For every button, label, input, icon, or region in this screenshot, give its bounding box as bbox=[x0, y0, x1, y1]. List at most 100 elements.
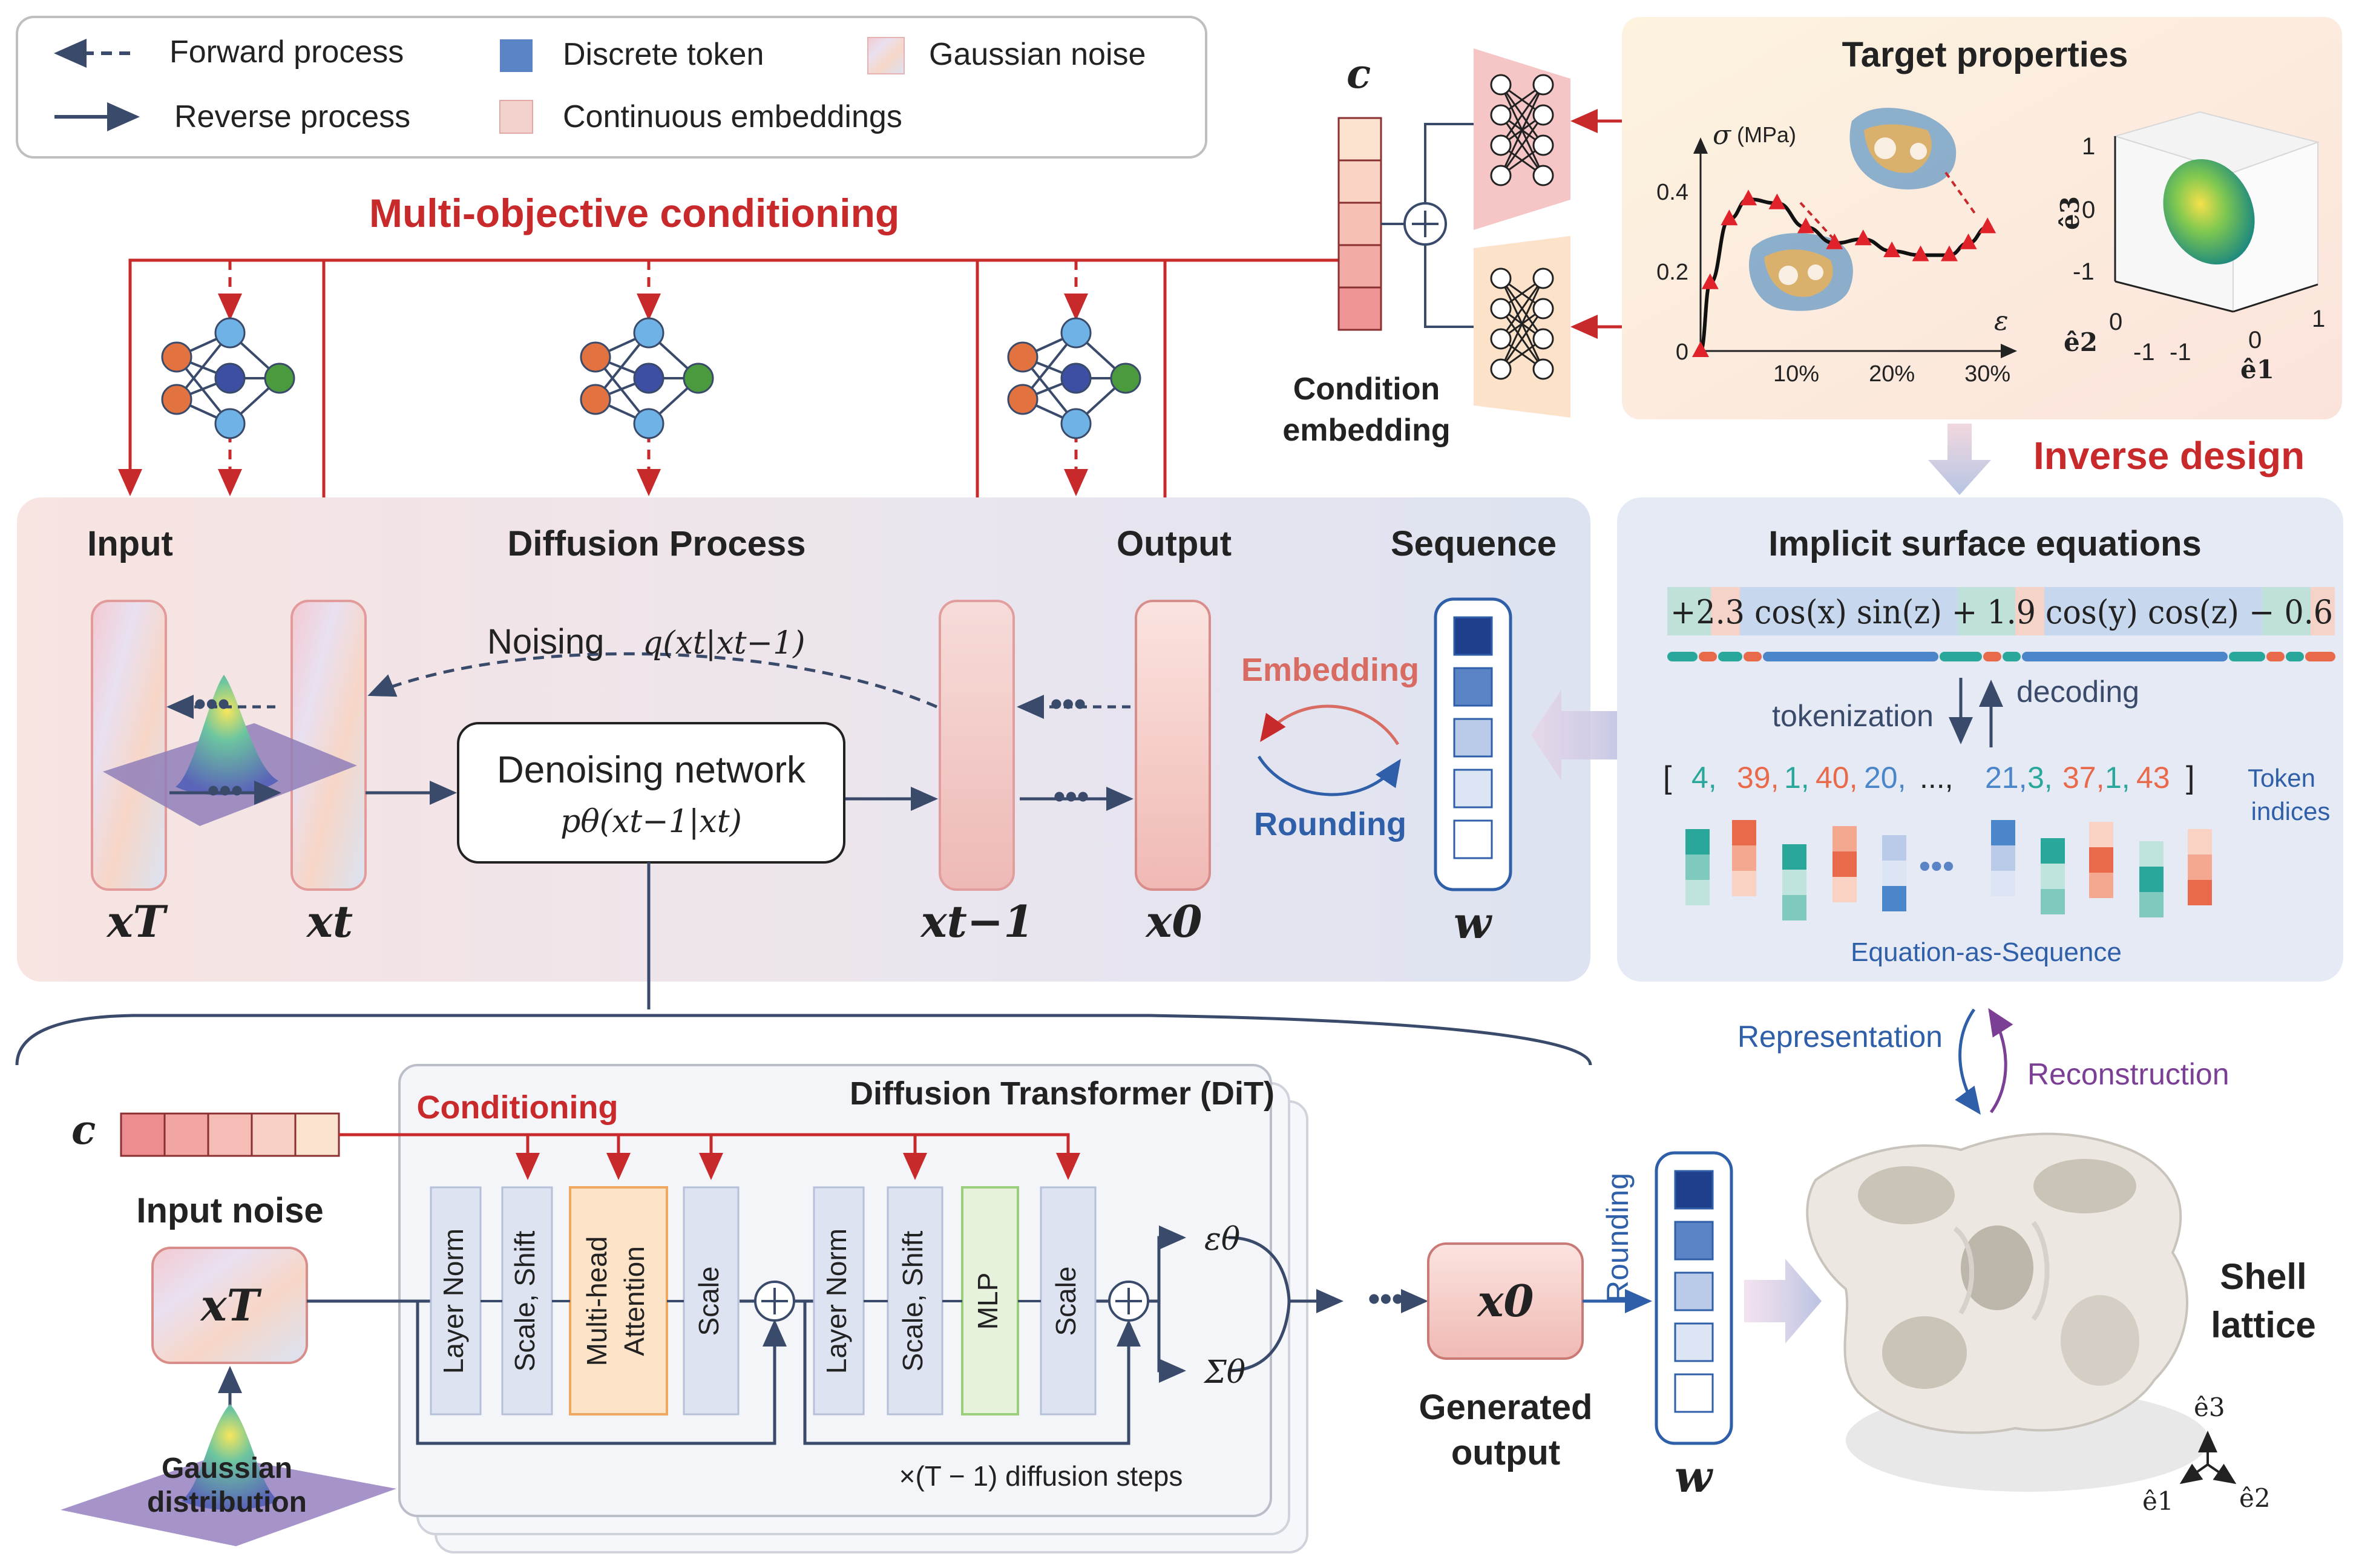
dots-x0-backward: ••• bbox=[1051, 684, 1086, 723]
diffusion-process-heading: Diffusion Process bbox=[507, 524, 805, 563]
shell-lattice-render bbox=[1806, 1132, 2209, 1492]
stress-point bbox=[1768, 193, 1786, 209]
stress-point bbox=[1701, 273, 1719, 289]
block-multi-head-attention bbox=[569, 1186, 668, 1415]
implicit-equations-panel: Implicit surface equations +2.3 cos(x) s… bbox=[1617, 497, 2343, 982]
dit-title: Diffusion Transformer (DiT) bbox=[850, 1075, 1275, 1112]
generated-output-label-2: output bbox=[1451, 1433, 1560, 1472]
legend-reverse: Reverse process bbox=[54, 99, 410, 134]
dots-x0-forward: ••• bbox=[1054, 777, 1089, 815]
legend-reverse-label: Reverse process bbox=[174, 99, 410, 134]
rounding-label: Rounding bbox=[1254, 806, 1406, 842]
embedding-cell bbox=[1685, 829, 1710, 855]
embedding-cell bbox=[1732, 871, 1756, 896]
c-label-dit: c bbox=[71, 1106, 96, 1153]
target-properties-panel: Target properties σ (MPa) ε 0.40.20 10%2… bbox=[1622, 17, 2342, 419]
e1-tick-neg1: -1 bbox=[2170, 339, 2191, 366]
block-scale-1 bbox=[683, 1186, 740, 1415]
continuous-embedding-swatch bbox=[499, 100, 533, 134]
token-index: 4, bbox=[1691, 761, 1717, 795]
input-noise-box bbox=[151, 1247, 308, 1364]
dit-conditioning-label: Conditioning bbox=[417, 1089, 618, 1126]
xt-1-bar bbox=[939, 600, 1015, 891]
expansion-brace bbox=[15, 862, 1592, 1066]
y-tick-label: 0.2 bbox=[1656, 260, 1688, 285]
token-open-bracket: [ bbox=[1663, 760, 1672, 795]
triad-e2-label: ê2 bbox=[2239, 1483, 2271, 1513]
shell-lattice-label-1: Shell bbox=[2220, 1256, 2306, 1297]
scale-1-label: Scale bbox=[693, 1266, 724, 1336]
shell-lattice-label-2: lattice bbox=[2211, 1305, 2315, 1345]
y-tick-label: 0 bbox=[1676, 340, 1688, 365]
scale-shift-2-label: Scale, Shift bbox=[897, 1230, 928, 1371]
token-list: 4,39,1,40,20,...,21,3,37,1,43 bbox=[1691, 761, 2170, 795]
embedding-cell bbox=[1782, 895, 1806, 920]
epsilon-theta-label: εθ bbox=[1204, 1221, 1240, 1258]
block-scale-2 bbox=[1040, 1186, 1097, 1415]
embedding-cell bbox=[2089, 822, 2113, 847]
noising-label: Noising bbox=[487, 622, 604, 661]
embedding-cell bbox=[1832, 877, 1857, 902]
to-lattice-arrow bbox=[1744, 1259, 1822, 1343]
embedding-cell bbox=[2089, 873, 2113, 898]
e2-tick-neg1: -1 bbox=[2133, 339, 2155, 366]
e1-tick-0: 0 bbox=[2248, 327, 2262, 353]
token-index: 40, bbox=[1816, 761, 1858, 795]
multi-head-label-1: Multi-head bbox=[581, 1236, 612, 1366]
cell-insets bbox=[1749, 108, 1977, 311]
embedding-cell bbox=[1685, 855, 1710, 880]
e3-axis-label: ê3 bbox=[2055, 196, 2085, 230]
x-tick-label: 10% bbox=[1773, 361, 1819, 387]
token-color-strip bbox=[1667, 652, 2335, 661]
w-label: w bbox=[1454, 897, 1493, 948]
stress-point bbox=[1960, 233, 1977, 249]
sigma-theta-label: Σθ bbox=[1203, 1354, 1245, 1391]
embedding-cell bbox=[1732, 820, 1756, 845]
embedding-cell bbox=[2188, 880, 2212, 905]
legend-continuous-label: Continuous embeddings bbox=[563, 99, 902, 134]
equation-to-sequence-arrow bbox=[1531, 690, 1634, 781]
stress-point bbox=[1721, 209, 1738, 226]
gaussian-distribution-plot bbox=[61, 1404, 396, 1546]
condition-embedding-label-2: embedding bbox=[1282, 413, 1450, 448]
embedding-cell bbox=[1685, 880, 1710, 905]
stress-points bbox=[1692, 189, 1996, 357]
sum-node bbox=[1381, 123, 1477, 328]
input-heading: Input bbox=[87, 524, 173, 563]
embedding-cell bbox=[1882, 835, 1906, 861]
embedding-cell bbox=[2041, 838, 2065, 864]
target-properties-title: Target properties bbox=[1842, 35, 2128, 74]
stress-point bbox=[1979, 217, 1996, 234]
inverse-design-arrow bbox=[1928, 424, 1991, 495]
embedding-cell bbox=[2041, 889, 2065, 914]
stress-curve bbox=[1699, 197, 1988, 353]
reconstruction-label: Reconstruction bbox=[2027, 1057, 2229, 1091]
embedding-cell bbox=[1991, 871, 2015, 896]
stress-point bbox=[1854, 229, 1872, 246]
generated-x0-label: x0 bbox=[1476, 1275, 1534, 1327]
encoder-network-1 bbox=[1474, 48, 1570, 230]
scale-shift-1-label: Scale, Shift bbox=[509, 1230, 540, 1371]
sigma-label: σ bbox=[1713, 120, 1732, 151]
mini-network-1 bbox=[161, 317, 295, 439]
dots-dit-output: ••• bbox=[1368, 1279, 1404, 1317]
embedding-cell bbox=[1882, 886, 1906, 911]
legend-discrete-label: Discrete token bbox=[563, 37, 764, 72]
x-tick-label: 30% bbox=[1964, 361, 2010, 387]
representation-label: Representation bbox=[1737, 1020, 1943, 1054]
encoder-network-2 bbox=[1474, 236, 1570, 418]
embedding-cell bbox=[1991, 820, 2015, 845]
x0-label: x0 bbox=[1144, 896, 1202, 947]
token-index: 37, bbox=[2062, 761, 2105, 795]
mini-network-3 bbox=[1007, 317, 1141, 439]
xt-1-label: xt−1 bbox=[920, 896, 1034, 947]
dit-rounding-label: Rounding bbox=[1601, 1173, 1635, 1302]
y-tick-label: 0.4 bbox=[1656, 180, 1688, 205]
embedding-cell bbox=[1832, 851, 1857, 877]
sequence-heading: Sequence bbox=[1391, 524, 1557, 563]
sequence-w-tokens bbox=[1434, 597, 1512, 891]
equation-as-sequence-label: Equation-as-Sequence bbox=[1851, 937, 2122, 967]
x-tick-label: 20% bbox=[1869, 361, 1915, 387]
multi-objective-title: Multi-objective conditioning bbox=[369, 191, 899, 235]
